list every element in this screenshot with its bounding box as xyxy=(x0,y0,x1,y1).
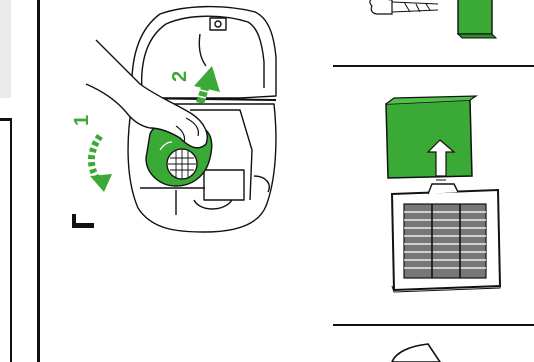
step-one-label: 1 xyxy=(71,115,93,126)
bottom-partial-illustration xyxy=(392,344,440,362)
step-one-arrow xyxy=(90,136,112,192)
green-filter-block xyxy=(386,100,472,178)
curved-arrow-icon xyxy=(91,136,100,180)
step-two-label: 2 xyxy=(169,71,191,82)
hepa-filter-media xyxy=(404,204,486,278)
page-marker-stem xyxy=(72,214,76,228)
green-filter-block-top xyxy=(458,0,492,34)
curved-arrow-head xyxy=(90,174,112,192)
small-cartridge-cap xyxy=(370,0,392,14)
small-cartridge-body xyxy=(392,2,438,12)
hepa-filter-illustration xyxy=(386,96,500,292)
top-right-illustration xyxy=(370,0,496,38)
green-block-edge xyxy=(458,34,496,38)
